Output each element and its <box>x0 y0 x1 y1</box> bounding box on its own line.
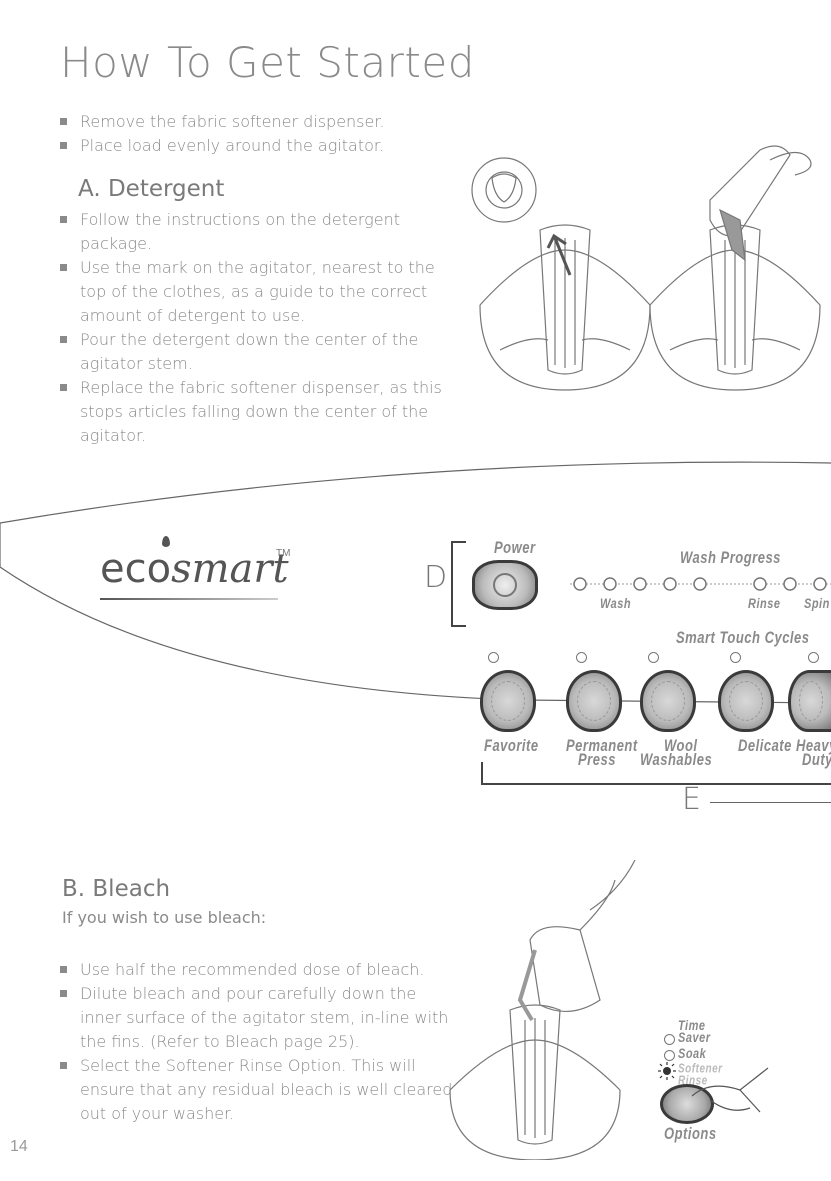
soak-label: Soak <box>678 1046 707 1062</box>
measuring-jug-icon <box>529 926 601 1013</box>
time-saver-label-2: Saver <box>678 1030 711 1046</box>
dispenser-icon <box>471 157 537 223</box>
cycle-button-wool-washables[interactable] <box>640 670 696 732</box>
bracket-e <box>481 762 831 785</box>
list-item: Remove the fabric softener dispenser. <box>58 110 478 134</box>
water-drop-icon <box>162 536 170 547</box>
page-title: How To Get Started <box>60 38 475 87</box>
list-item: Follow the instructions on the detergent… <box>58 208 456 256</box>
power-icon <box>493 573 517 597</box>
power-label: Power <box>494 538 536 557</box>
trademark: TM <box>276 548 291 559</box>
control-panel-outline <box>0 461 831 704</box>
brand-logo-o: o <box>146 546 172 592</box>
list-item: Use half the recommended dose of bleach. <box>58 958 456 982</box>
bleach-bullet-list: Use half the recommended dose of bleach.… <box>58 958 456 1126</box>
list-item: Pour the detergent down the center of th… <box>58 328 456 376</box>
progress-label-wash: Wash <box>600 596 632 612</box>
bleach-intro: If you wish to use bleach: <box>62 908 267 927</box>
list-item: Dilute bleach and pour carefully down th… <box>58 982 456 1054</box>
cycle-label-duty: Duty <box>802 750 831 769</box>
smart-touch-cycles-label: Smart Touch Cycles <box>676 628 810 647</box>
power-button[interactable] <box>472 560 538 610</box>
cycle-label-favorite: Favorite <box>484 736 539 755</box>
callout-e-line <box>710 802 831 803</box>
cycle-button-favorite[interactable] <box>480 670 536 732</box>
cycle-label-press: Press <box>578 750 616 769</box>
pointing-finger-icon <box>691 1067 769 1113</box>
cycle-label-washables: Washables <box>640 750 713 769</box>
callout-e: E <box>682 782 701 817</box>
page-number: 14 <box>10 1138 28 1155</box>
progress-label-spin: Spin <box>804 596 830 612</box>
cycle-button-permanent-press[interactable] <box>566 670 622 732</box>
options-label: Options <box>664 1124 717 1143</box>
led-indicator <box>730 652 741 663</box>
led-indicator <box>488 652 499 663</box>
agitator-stem <box>539 224 591 375</box>
led-indicator <box>808 652 819 663</box>
cycle-label-delicate: Delicate <box>738 736 792 755</box>
softener-label-1: Softener <box>678 1062 723 1077</box>
bleach-pouring-illustration <box>449 860 636 1160</box>
callout-e-mask <box>678 790 702 814</box>
cycle-label-wool: Wool <box>664 736 698 755</box>
agitator-illustration <box>471 145 821 391</box>
time-saver-led <box>664 1034 675 1045</box>
arrow-up-icon <box>546 233 572 276</box>
bleach-heading: B. Bleach <box>62 876 171 902</box>
intro-bullet-list: Remove the fabric softener dispenser. Pl… <box>58 110 478 158</box>
brand-logo-post: smart <box>171 546 289 592</box>
cycle-button-delicate[interactable] <box>718 670 774 732</box>
brand-logo-pre: ec <box>100 546 147 592</box>
list-item: Use the mark on the agitator, nearest to… <box>58 256 456 328</box>
detergent-heading: A. Detergent <box>78 176 225 202</box>
led-indicator <box>576 652 587 663</box>
bracket-d <box>451 541 466 627</box>
time-saver-label-1: Time <box>678 1018 706 1034</box>
wash-progress-label: Wash Progress <box>680 548 781 567</box>
list-item: Place load evenly around the agitator. <box>58 134 478 158</box>
list-item: Replace the fabric softener dispenser, a… <box>58 376 456 448</box>
detergent-box-icon <box>709 145 791 237</box>
soak-led <box>664 1050 675 1061</box>
wash-progress-indicator <box>570 577 831 591</box>
cycle-label-heavy: Heavy <box>796 736 831 755</box>
detergent-bullet-list: Follow the instructions on the detergent… <box>58 208 456 448</box>
brand-underline <box>100 598 278 600</box>
cycle-button-heavy-duty[interactable] <box>788 670 831 732</box>
cycle-label-permanent: Permanent <box>566 736 638 755</box>
options-button[interactable] <box>660 1084 714 1124</box>
progress-label-rinse: Rinse <box>748 596 781 612</box>
list-item: Select the Softener Rinse Option. This w… <box>58 1054 456 1126</box>
callout-d: D <box>424 560 448 595</box>
brand-logo: ecosmart <box>100 536 289 592</box>
softener-led-lit-icon <box>658 1062 676 1080</box>
led-indicator <box>648 652 659 663</box>
